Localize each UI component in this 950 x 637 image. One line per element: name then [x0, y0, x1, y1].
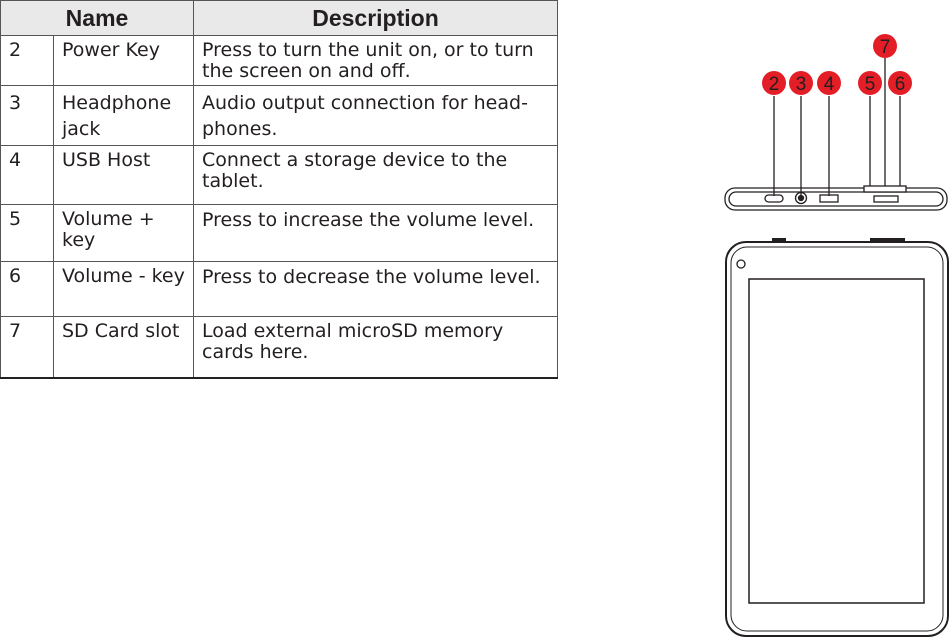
row-description: Press to turn the unit on, or to turn th… — [193, 35, 558, 86]
volume-keys — [863, 185, 907, 193]
row-number: 3 — [0, 85, 54, 146]
badge-2: 2 — [762, 71, 786, 95]
side-view-inner — [728, 191, 944, 207]
tablet-body-outer — [725, 241, 949, 637]
row-number: 2 — [0, 35, 54, 86]
badge-4: 4 — [817, 71, 841, 95]
tablet-body-inner — [730, 246, 944, 632]
row-number: 4 — [0, 145, 54, 205]
row-description: Load external microSD memory cards here. — [193, 316, 558, 379]
badge-label: 3 — [796, 74, 807, 95]
badge-circle — [858, 71, 882, 95]
badge-label: 6 — [895, 74, 906, 95]
row-description: Audio output connection for head-phones. — [193, 85, 558, 146]
row-number: 7 — [0, 316, 54, 379]
description-column-header: Description — [193, 0, 558, 36]
badge-5: 5 — [858, 71, 882, 95]
table-row: 3 Headphone jack Audio output connection… — [0, 85, 558, 146]
badge-7: 7 — [873, 34, 897, 58]
sd-card-slot — [873, 195, 899, 203]
badge-label: 5 — [865, 74, 876, 95]
name-column-header: Name — [0, 0, 194, 36]
table-row: 6 Volume - key Press to decrease the vol… — [0, 261, 558, 317]
badge-label: 2 — [769, 74, 780, 95]
top-button-left — [772, 238, 786, 243]
table-row: 2 Power Key Press to turn the unit on, o… — [0, 35, 558, 86]
row-description: Press to increase the volume level. — [193, 204, 558, 262]
table-row: 5 Volume + key Press to increase the vol… — [0, 204, 558, 262]
front-camera-icon — [736, 259, 746, 269]
row-name: Headphone jack — [53, 85, 194, 146]
callout-lines — [773, 58, 901, 196]
table-row: 4 USB Host Connect a storage device to t… — [0, 145, 558, 205]
row-name: SD Card slot — [53, 316, 194, 379]
usb-host-port — [819, 194, 839, 203]
badge-circle — [762, 71, 786, 95]
side-view-outer — [724, 187, 948, 211]
badge-circle — [888, 71, 912, 95]
badge-6: 6 — [888, 71, 912, 95]
row-description: Press to decrease the volume level. — [193, 261, 558, 317]
tablet-screen — [748, 278, 925, 604]
top-button-right — [870, 238, 905, 243]
row-name: Volume - key — [53, 261, 194, 317]
headphone-jack-core — [797, 194, 805, 202]
row-name: Power Key — [53, 35, 194, 86]
row-description: Connect a storage device to the tablet. — [193, 145, 558, 205]
badge-circle — [817, 71, 841, 95]
badge-label: 4 — [824, 74, 835, 95]
badge-3: 3 — [789, 71, 813, 95]
row-number: 5 — [0, 204, 54, 262]
tablet-side-view — [724, 185, 948, 211]
row-name: USB Host — [53, 145, 194, 205]
badge-circle — [789, 71, 813, 95]
badge-circle — [873, 34, 897, 58]
headphone-jack-port — [794, 191, 808, 205]
table-row: 7 SD Card slot Load external microSD mem… — [0, 316, 558, 379]
tablet-front-view — [725, 238, 949, 637]
row-number: 6 — [0, 261, 54, 317]
power-key-slot — [764, 194, 784, 203]
table-header-row: Name Description — [0, 0, 558, 36]
row-name: Volume + key — [53, 204, 194, 262]
component-table: Name Description 2 Power Key Press to tu… — [0, 0, 558, 379]
badge-label: 7 — [880, 37, 891, 58]
